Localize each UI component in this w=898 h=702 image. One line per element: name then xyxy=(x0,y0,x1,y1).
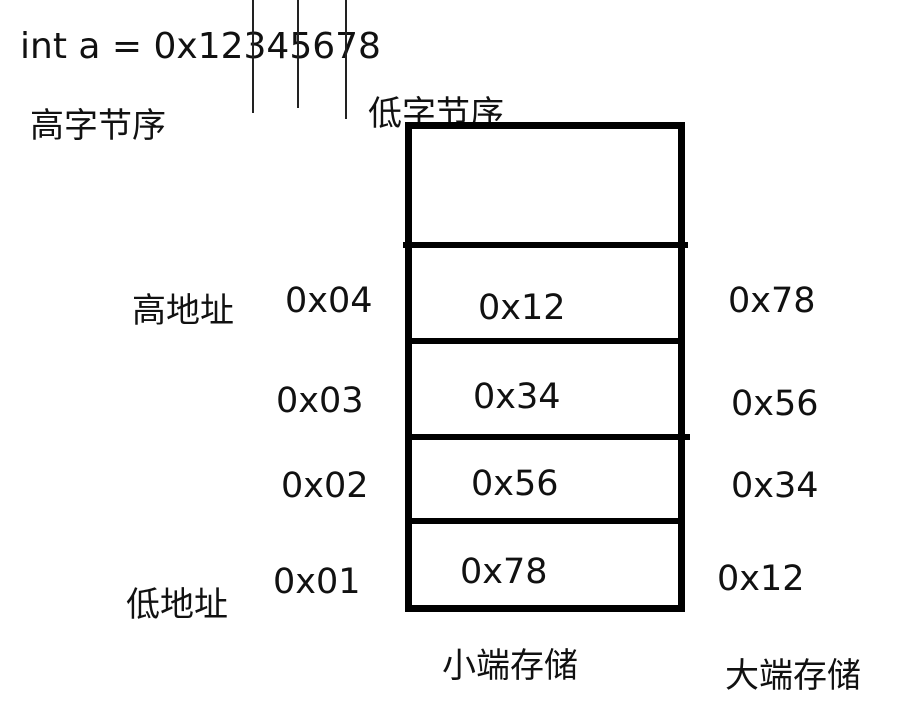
big-endian-caption: 大端存储 xyxy=(725,656,861,696)
high-address-label: 高地址 xyxy=(132,291,234,331)
cell-value: 0x12 xyxy=(478,288,566,328)
little-endian-caption: 小端存储 xyxy=(442,646,578,686)
big-endian-value: 0x34 xyxy=(731,466,819,506)
memory-box xyxy=(405,122,685,612)
cell-value: 0x78 xyxy=(460,552,548,592)
address-label: 0x04 xyxy=(285,281,373,321)
byte-separator-line xyxy=(252,0,254,113)
address-label: 0x03 xyxy=(276,381,364,421)
memory-divider xyxy=(410,338,685,344)
address-label: 0x02 xyxy=(281,466,369,506)
low-address-label: 低地址 xyxy=(126,585,228,625)
byte-separator-line xyxy=(345,0,347,119)
address-label: 0x01 xyxy=(273,562,361,602)
code-declaration: int a = 0x12345678 xyxy=(20,26,381,67)
memory-divider xyxy=(405,434,690,440)
memory-divider xyxy=(405,518,685,524)
byte-separator-line xyxy=(297,0,299,108)
cell-value: 0x56 xyxy=(471,464,559,504)
big-endian-value: 0x56 xyxy=(731,384,819,424)
cell-value: 0x34 xyxy=(473,377,561,417)
memory-divider xyxy=(403,242,688,248)
big-endian-value: 0x12 xyxy=(717,559,805,599)
big-endian-value: 0x78 xyxy=(728,281,816,321)
high-byte-order-label: 高字节序 xyxy=(30,106,166,146)
